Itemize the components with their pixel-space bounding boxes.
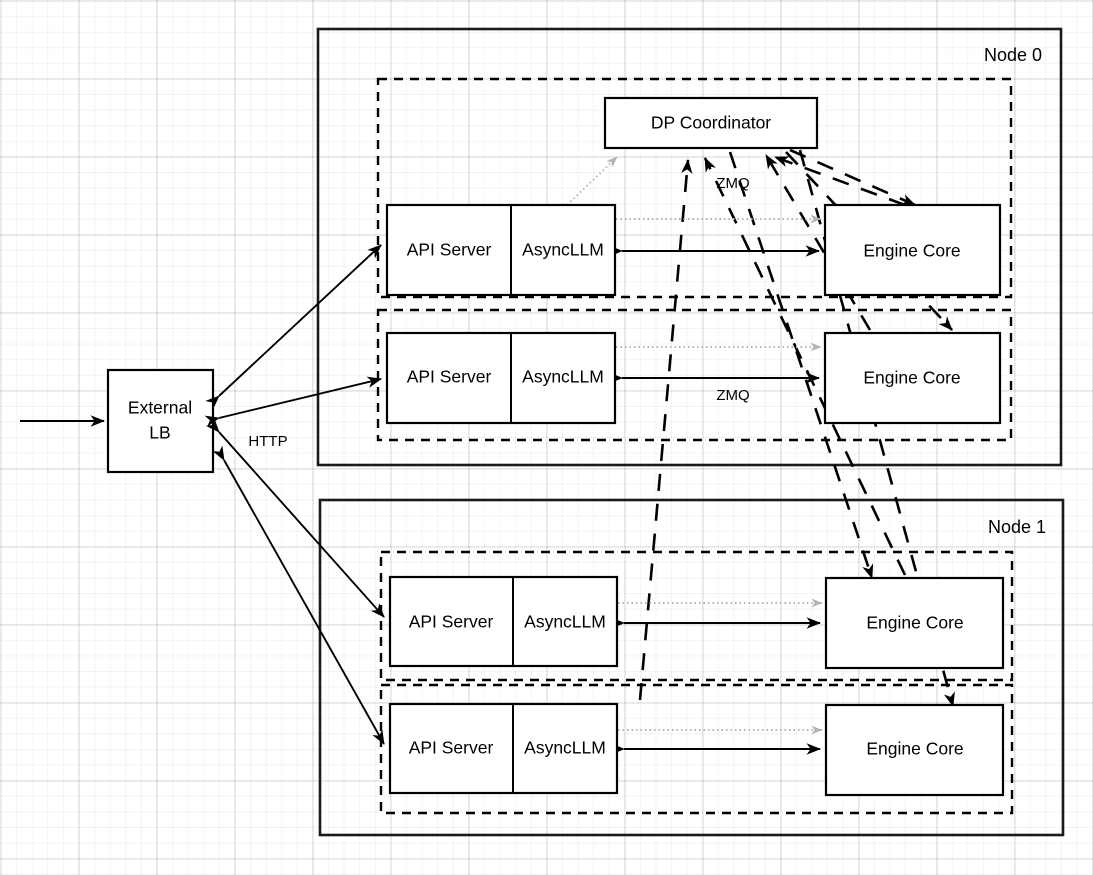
- node-0-rank-1: API Server AsyncLLM Engine Core ZMQ: [385, 331, 1002, 425]
- n1r0-engine-core-label: Engine Core: [866, 613, 963, 633]
- node-1-rank-1: API Server AsyncLLM Engine Core: [388, 702, 1005, 797]
- lb-link-n1r0: [205, 418, 385, 618]
- dp-coordinator-label: DP Coordinator: [651, 113, 771, 133]
- n0r1-apiserver-asyncllm-box[interactable]: [385, 331, 617, 425]
- node-0-label: Node 0: [984, 45, 1042, 65]
- n1r0-apiserver-asyncllm-box[interactable]: [388, 575, 619, 668]
- zmq-label-mid: ZMQ: [716, 387, 749, 404]
- node-1-label: Node 1: [988, 517, 1046, 537]
- external-lb[interactable]: External LB: [20, 368, 215, 474]
- n1r1-apiserver-asyncllm-box[interactable]: [388, 702, 619, 795]
- n0r0-asyncllm-label: AsyncLLM: [522, 240, 604, 260]
- n1r1-engine-core-label: Engine Core: [866, 739, 963, 759]
- lb-api-server-links: HTTP: [204, 244, 385, 745]
- n0r1-asyncllm-label: AsyncLLM: [522, 367, 604, 387]
- n1r0-api-server-label: API Server: [409, 612, 494, 632]
- dashed-link-coordinator-to-n1r0-engine: [728, 151, 874, 579]
- n0r0-apiserver-asyncllm-box[interactable]: [385, 203, 617, 297]
- n0r1-engine-core-box[interactable]: [823, 331, 1002, 425]
- n1r0-engine-core-box[interactable]: [824, 576, 1005, 670]
- dotted-link-n0r0-asyncllm-to-coordinator: [566, 156, 618, 206]
- node-0-rank-0-group: [376, 77, 1013, 299]
- dp-coordinator-box[interactable]: [603, 96, 819, 150]
- external-lb-label-line2: LB: [149, 423, 170, 443]
- lb-link-n0r0: [205, 244, 382, 410]
- dashed-link-n0r0-engine-to-coordinator: [774, 155, 906, 207]
- node-1-rank-1-group: [379, 683, 1014, 815]
- lb-link-n1r1: [212, 445, 385, 745]
- n0r0-engine-core-box[interactable]: [823, 203, 1002, 297]
- n0r1-engine-core-label: Engine Core: [863, 368, 960, 388]
- n0r0-api-server-label: API Server: [407, 240, 492, 260]
- n1r1-asyncllm-label: AsyncLLM: [524, 738, 606, 758]
- http-label: HTTP: [248, 433, 287, 450]
- lb-link-n0r1: [204, 376, 382, 427]
- n1r1-engine-core-box[interactable]: [824, 703, 1005, 797]
- dashed-link-n1r1-engine-to-coordinator: [638, 159, 693, 701]
- n1r0-asyncllm-label: AsyncLLM: [524, 612, 606, 632]
- zmq-label-top: ZMQ: [716, 175, 749, 192]
- n1r1-api-server-label: API Server: [409, 738, 494, 758]
- n0r1-api-server-label: API Server: [407, 367, 492, 387]
- node-1-rank-0-group: [379, 550, 1014, 682]
- dashed-link-n0r1-engine-to-coordinator: [764, 154, 872, 331]
- node-1-rank-0: API Server AsyncLLM Engine Core: [388, 575, 1005, 670]
- dp-coordinator[interactable]: DP Coordinator: [603, 96, 819, 150]
- dashed-link-coordinator-to-n0r0-engine: [789, 148, 916, 207]
- external-lb-box[interactable]: [106, 368, 215, 474]
- node-0-rank-0: API Server AsyncLLM Engine Core ZMQ: [385, 156, 1002, 297]
- n0r0-engine-core-label: Engine Core: [863, 241, 960, 261]
- external-lb-label-line1: External: [128, 398, 192, 418]
